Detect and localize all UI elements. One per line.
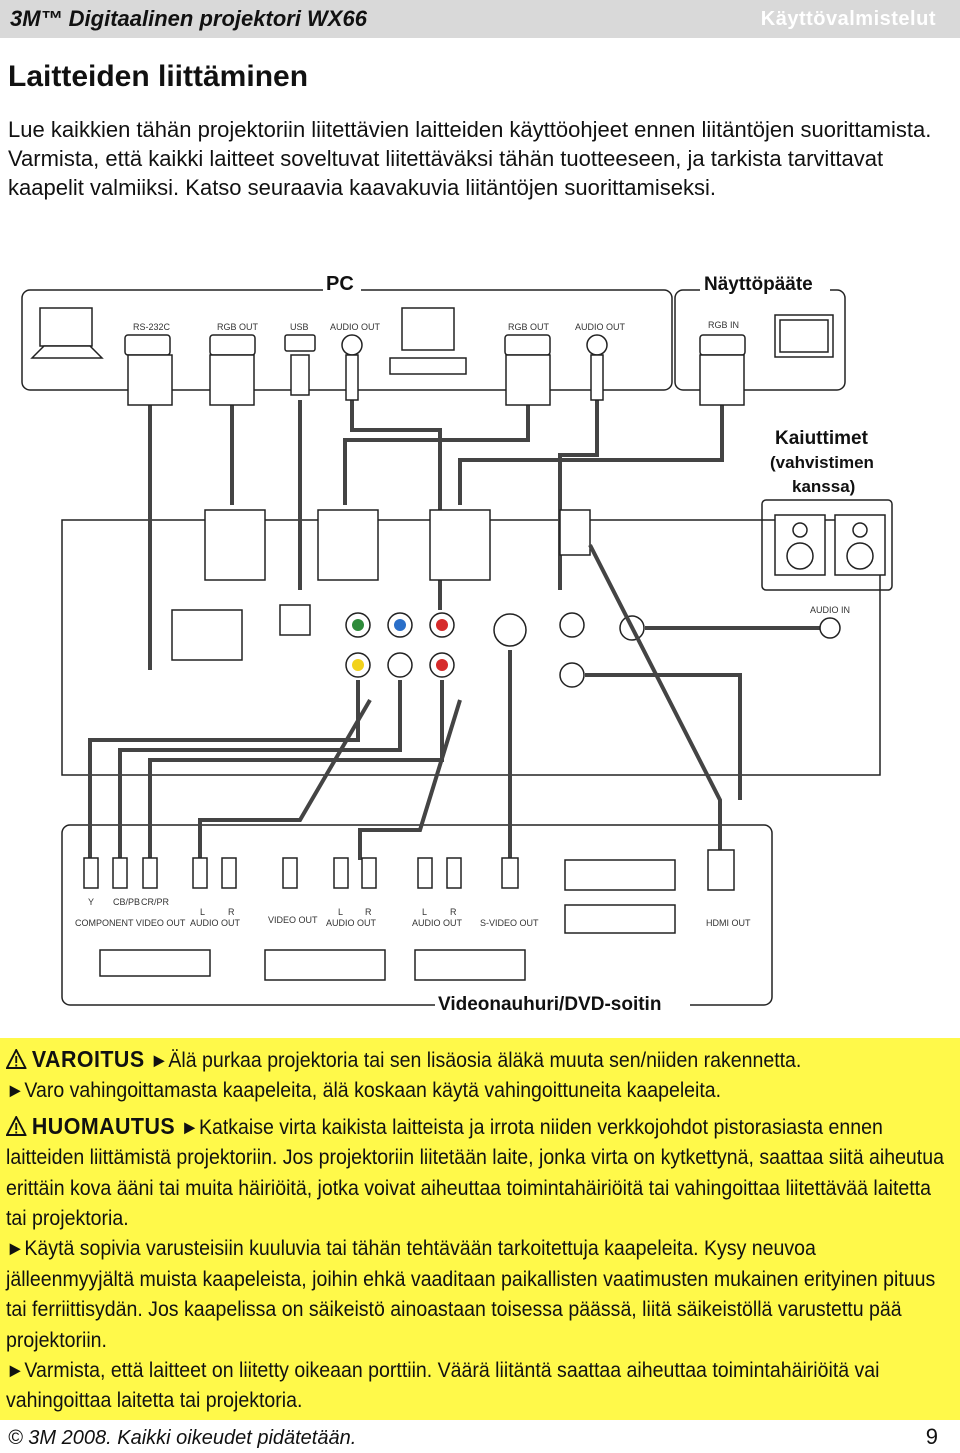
varoitus-text-2: Varo vahingoittamasta kaapeleita, älä ko… <box>24 1079 722 1103</box>
label-rgb-out: RGB OUT <box>217 322 259 332</box>
label-r-3: R <box>450 907 457 917</box>
video-devices-icon <box>99 859 676 981</box>
page-header: 3M™ Digitaalinen projektori WX66 Käyttöv… <box>0 0 960 38</box>
caution-triangle-icon <box>6 1115 27 1136</box>
warning-box: VAROITUS ►Älä purkaa projektoria tai sen… <box>0 1038 960 1420</box>
label-l-1: L <box>200 907 205 917</box>
label-video-out: VIDEO OUT <box>268 915 318 925</box>
label-l-3: L <box>422 907 427 917</box>
label-usb: USB <box>290 322 309 332</box>
cables-text: Käytä sopivia varusteisiin kuuluvia tai … <box>6 1237 936 1352</box>
pc-label: PC <box>326 273 354 295</box>
label-r-2: R <box>365 907 372 917</box>
monitor-icon <box>774 314 834 358</box>
label-audio-out: AUDIO OUT <box>330 322 381 332</box>
label-audio-out-c: AUDIO OUT <box>412 918 463 928</box>
copyright: © 3M 2008. Kaikki oikeudet pidätetään. <box>8 1427 357 1449</box>
label-l-2: L <box>338 907 343 917</box>
speakers-label-line2: (vahvistimen <box>770 453 874 472</box>
label-rgb-in: RGB IN <box>708 320 739 330</box>
connection-diagram: RS-232C RGB OUT USB AUDIO OUT RGB OUT AU… <box>21 272 893 1016</box>
label-y: Y <box>88 897 94 907</box>
video-devices-label: Videonauhuri/DVD-soitin <box>438 994 661 1015</box>
label-s-video-out: S-VIDEO OUT <box>480 918 539 928</box>
label-rs232c: RS-232C <box>133 322 171 332</box>
label-component: COMPONENT VIDEO OUT <box>75 918 186 928</box>
intro-paragraph: Lue kaikkien tähän projektoriin liitettä… <box>8 117 932 200</box>
speakers-label-line3: kanssa) <box>792 477 855 496</box>
huomautus-label: HUOMAUTUS <box>31 1112 176 1139</box>
ports-text: Varmista, että laitteet on liitetty oike… <box>6 1359 880 1413</box>
label-audio-out-a: AUDIO OUT <box>190 918 241 928</box>
label-r-1: R <box>228 907 235 917</box>
label-audio-in: AUDIO IN <box>810 605 850 615</box>
label-cr: CR/PR <box>141 897 170 907</box>
label-audio-out-b: AUDIO OUT <box>326 918 377 928</box>
label-audio-out-2: AUDIO OUT <box>575 322 626 332</box>
speakers-label-line1: Kaiuttimet <box>775 428 869 449</box>
page-number: 9 <box>925 1424 938 1449</box>
warning-triangle-icon <box>6 1049 27 1069</box>
speakers-icon <box>774 514 886 576</box>
av-devices-box <box>61 824 773 1006</box>
label-hdmi-out: HDMI OUT <box>706 918 751 928</box>
huomautus-text: Katkaise virta kaikista laitteista ja ir… <box>6 1115 944 1231</box>
varoitus-text: Älä purkaa projektoria tai sen lisäosia … <box>168 1049 802 1072</box>
product-name: 3M™ Digitaalinen projektori WX66 <box>10 6 367 31</box>
page-title: Laitteiden liittäminen <box>8 60 309 93</box>
desktop-pc-icon <box>389 307 467 375</box>
laptop-icon <box>30 307 104 359</box>
varoitus-label: VAROITUS <box>31 1046 145 1072</box>
section-name: Käyttövalmistelut <box>760 8 936 30</box>
label-rgb-out-2: RGB OUT <box>508 322 550 332</box>
display-label: Näyttöpääte <box>704 274 813 295</box>
label-cb: CB/PB <box>113 897 140 907</box>
